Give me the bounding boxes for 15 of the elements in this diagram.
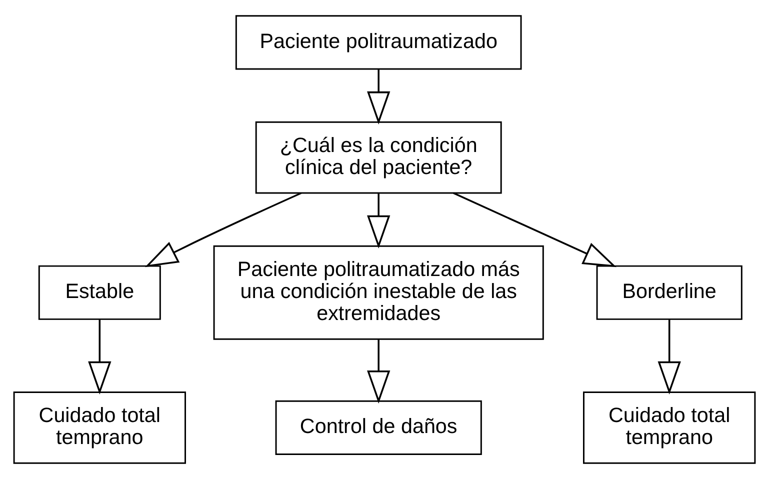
- node-box: Cuidado total temprano: [583, 392, 756, 464]
- arrow: [88, 320, 112, 394]
- arrow: [453, 192, 616, 268]
- node-box: Estable: [38, 265, 161, 320]
- node-box: Paciente politraumatizado más una condición inestable de las extremidades: [213, 245, 544, 340]
- arrow: [658, 320, 681, 394]
- arrow: [367, 339, 390, 404]
- arrow: [367, 193, 390, 248]
- node-box: Borderline: [596, 265, 742, 320]
- arrow: [367, 69, 390, 124]
- node-box: Control de daños: [275, 400, 482, 455]
- node-box: ¿Cuál es la condición clínica del paciente?: [255, 121, 502, 194]
- node-box: Cuidado total temprano: [13, 392, 186, 464]
- node-box: Paciente politraumatizado: [235, 15, 522, 70]
- arrow: [144, 192, 302, 268]
